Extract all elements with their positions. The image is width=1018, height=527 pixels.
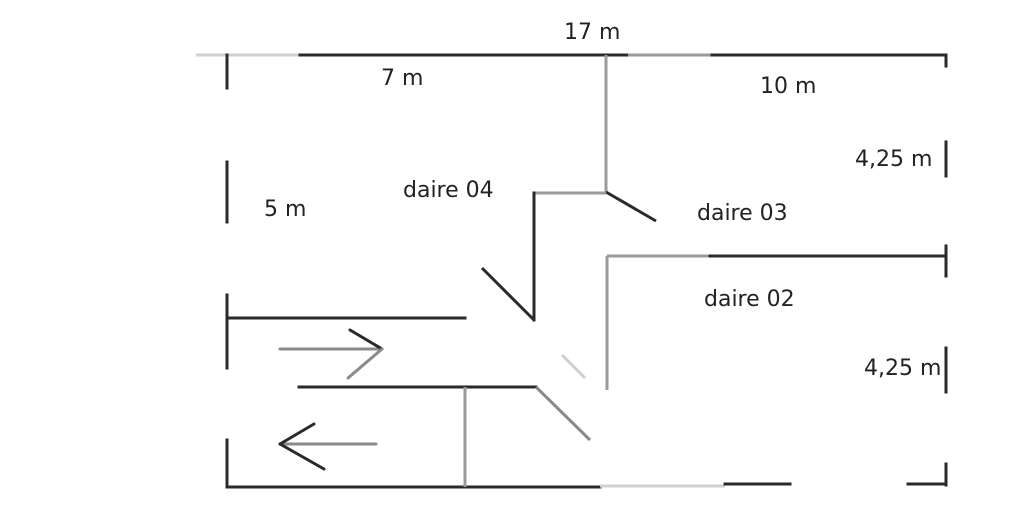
door-daire-02: [534, 385, 592, 442]
dimension-left-height: 5 m: [264, 197, 306, 222]
dimension-right-width: 10 m: [760, 74, 816, 99]
unit-label-daire-04: daire 04: [403, 178, 494, 203]
door-stair-faded: [560, 353, 587, 380]
door-daire-03: [605, 190, 657, 223]
door-daire-04: [480, 266, 536, 322]
arrow-left-icon: [278, 422, 378, 471]
dimension-total-width: 17 m: [564, 20, 620, 45]
arrow-right-icon: [278, 328, 384, 380]
unit-label-daire-03: daire 03: [697, 201, 788, 226]
dimension-left-width: 7 m: [381, 66, 423, 91]
dimension-right-lower-height: 4,25 m: [864, 356, 941, 381]
dimension-right-upper-height: 4,25 m: [855, 147, 932, 172]
unit-label-daire-02: daire 02: [704, 287, 795, 312]
